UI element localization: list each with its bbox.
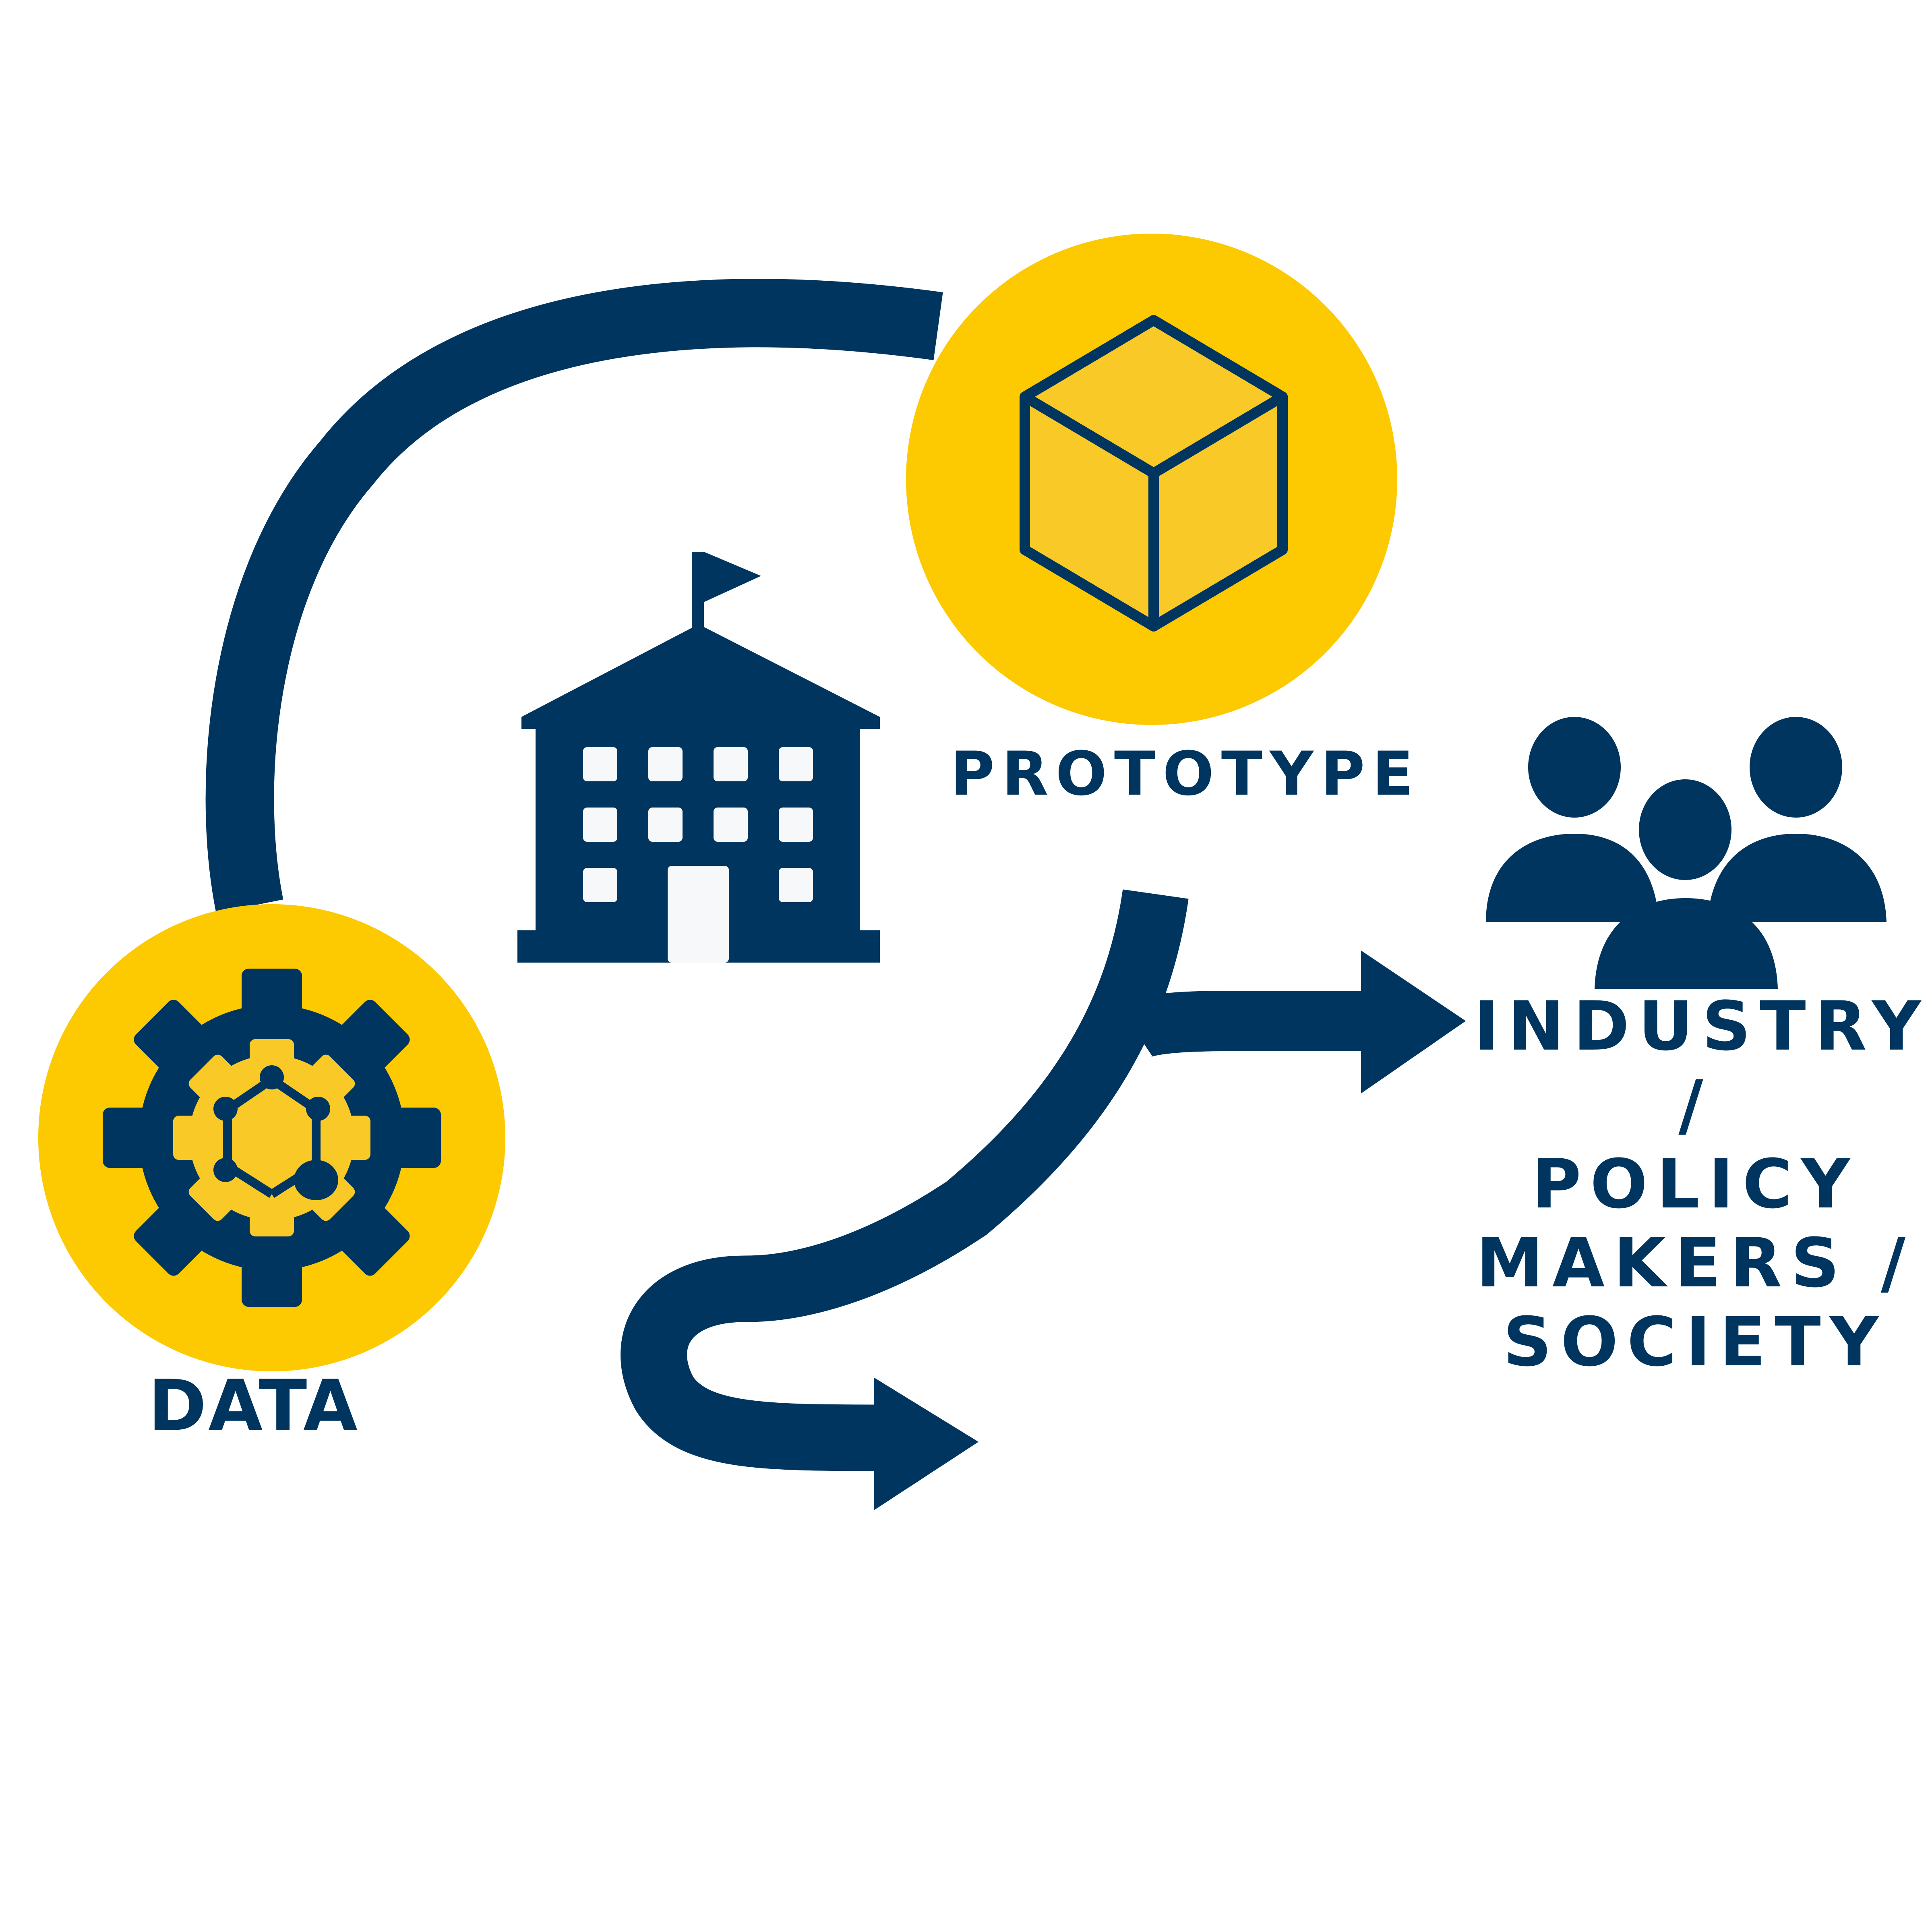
people-group-icon: [1486, 717, 1887, 989]
label-prototype: PROTOTYPE: [950, 739, 1421, 809]
person-head-center: [1639, 779, 1731, 880]
label-line-policy: POLICY: [1531, 1145, 1859, 1224]
label-line-society: SOCIETY: [1503, 1302, 1888, 1381]
label-data: DATA: [148, 1365, 360, 1447]
label-stakeholders: INDUSTRY / POLICY MAKERS / SOCIETY: [1474, 987, 1930, 1381]
data-node: [38, 904, 505, 1371]
university-building-icon: [517, 552, 880, 963]
label-line-industry: INDUSTRY /: [1474, 987, 1930, 1145]
label-line-makers: MAKERS /: [1476, 1224, 1915, 1302]
person-head-right: [1750, 717, 1842, 818]
arrowhead-bottom: [874, 1377, 978, 1510]
person-body-right: [1707, 834, 1887, 922]
prototype-node: [906, 234, 1397, 725]
cycle-arc: [205, 279, 943, 913]
cube-icon: [1020, 315, 1288, 632]
person-body-left: [1486, 834, 1659, 922]
person-head-left: [1528, 717, 1621, 818]
s-curve-path: [621, 889, 1189, 1471]
gear-network-icon: [103, 969, 441, 1307]
person-body-center: [1595, 898, 1778, 989]
branch-path: [1119, 991, 1369, 1058]
arrowhead-right: [1361, 950, 1466, 1093]
